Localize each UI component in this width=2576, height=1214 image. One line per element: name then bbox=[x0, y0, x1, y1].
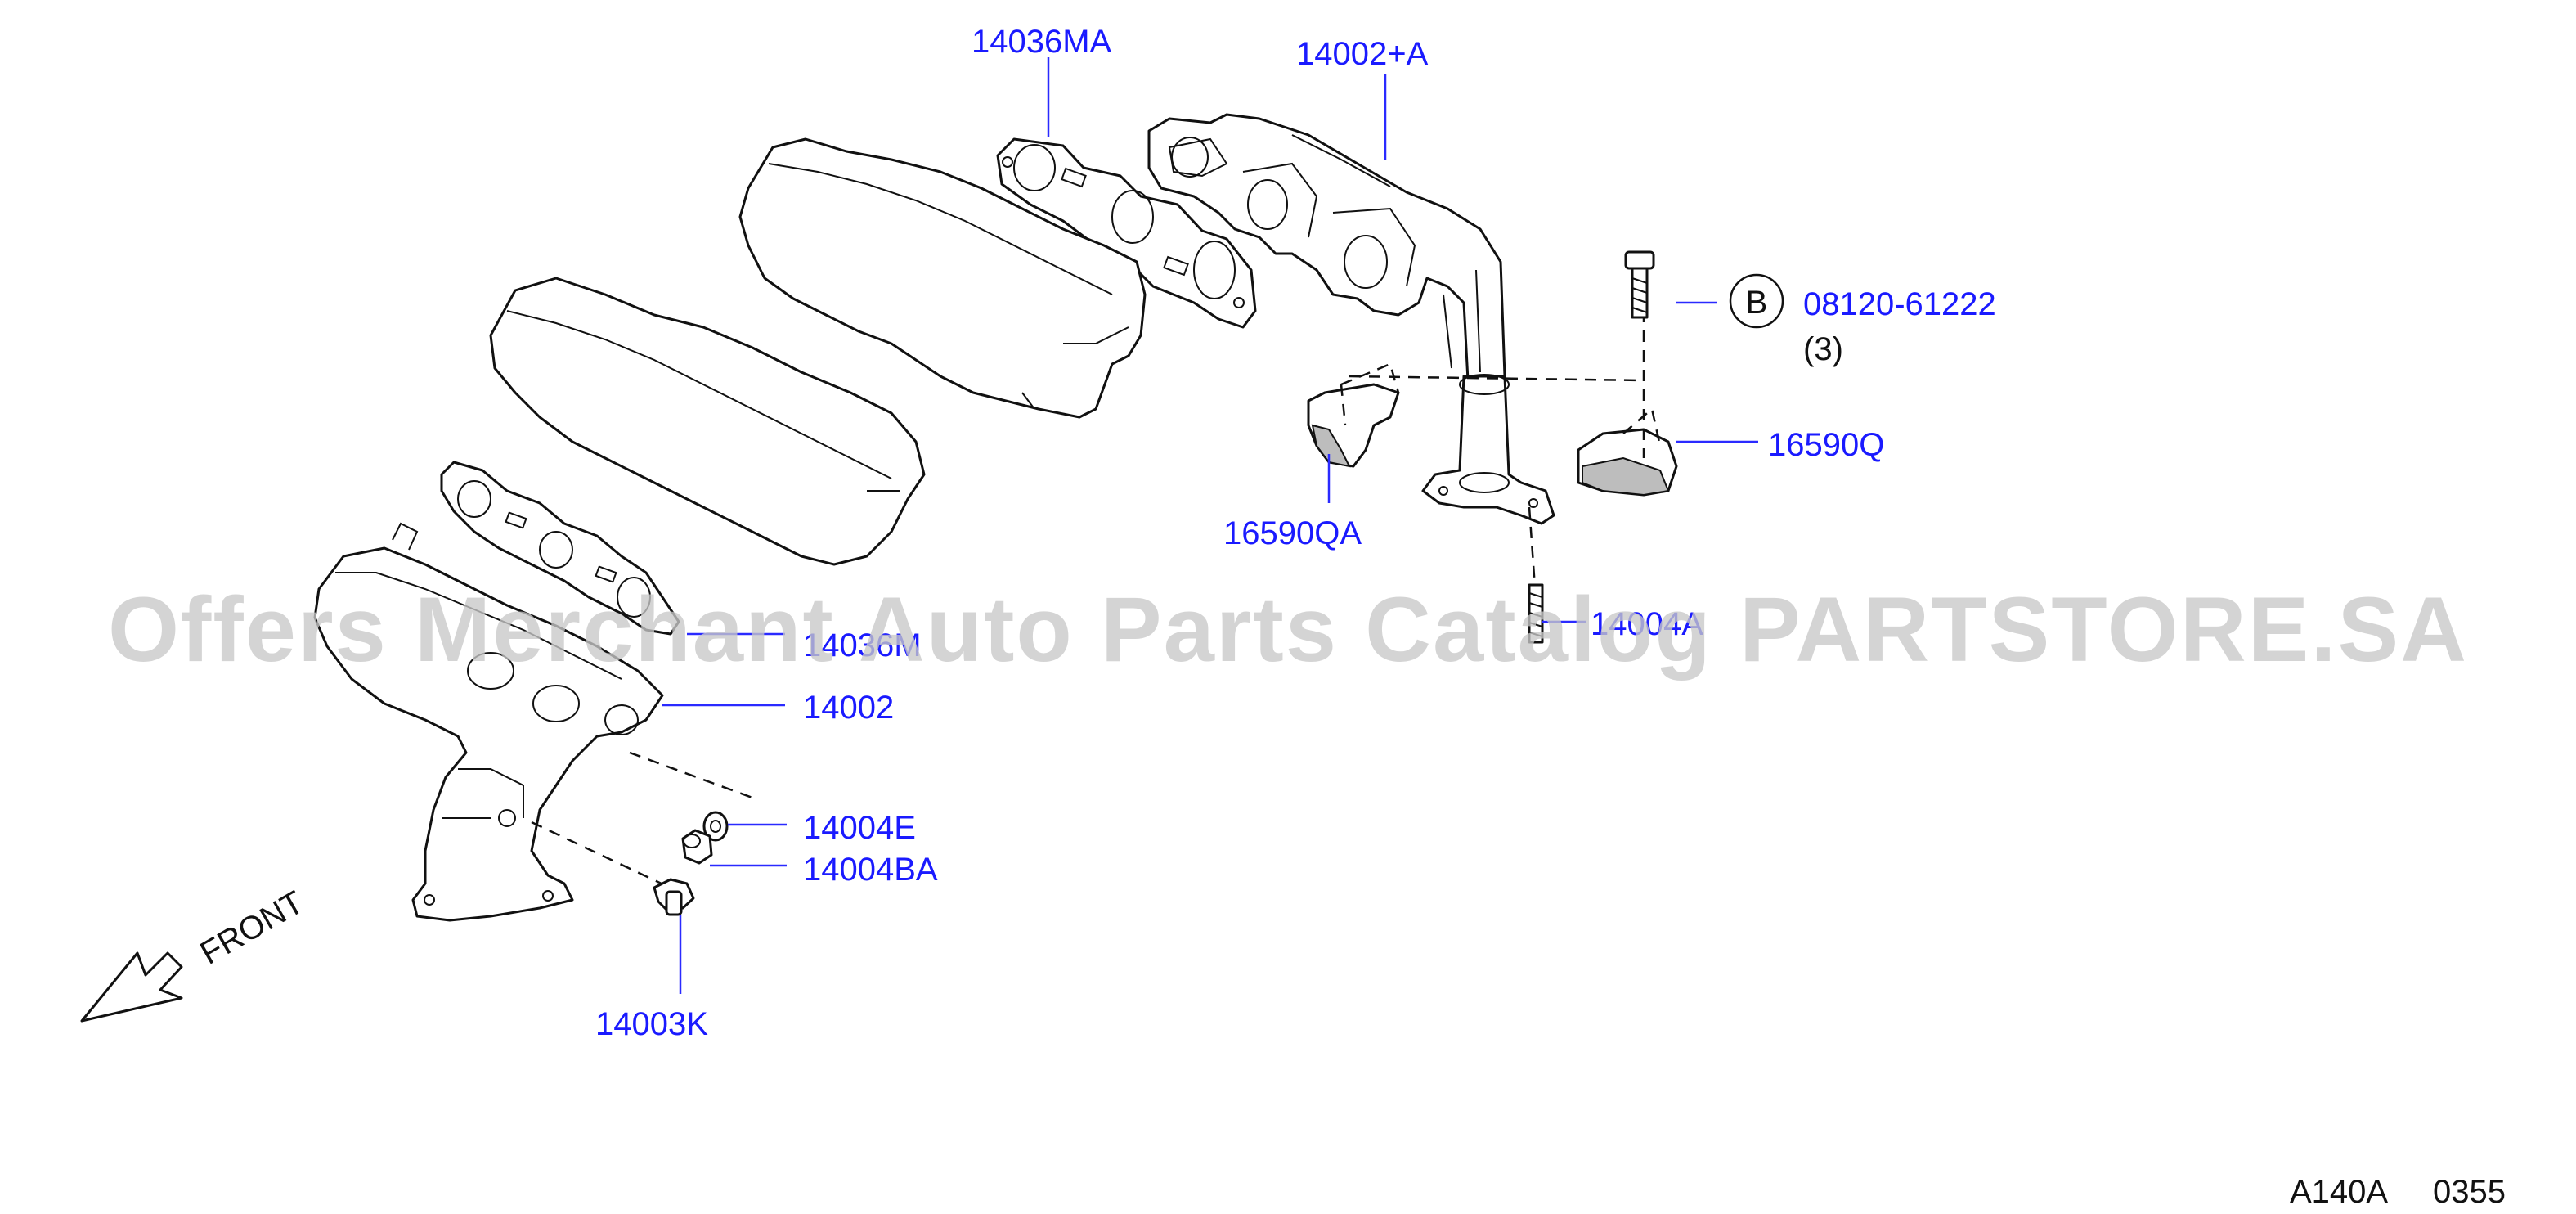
label-16590qa[interactable]: 16590QA bbox=[1223, 515, 1362, 551]
assembly-lines bbox=[531, 311, 1645, 893]
exhaust-manifold-14002a bbox=[1147, 113, 1555, 525]
label-14002[interactable]: 14002 bbox=[803, 690, 894, 726]
leader-lines bbox=[662, 57, 1758, 994]
bracket-16590qa bbox=[1307, 362, 1400, 468]
front-arrow: FRONT bbox=[80, 884, 310, 1023]
washer-14004e bbox=[702, 811, 729, 842]
nut-14004ba bbox=[681, 829, 713, 865]
quantity-3: (3) bbox=[1803, 331, 1843, 367]
label-14004e[interactable]: 14004E bbox=[803, 810, 916, 846]
label-14036ma[interactable]: 14036MA bbox=[972, 24, 1112, 60]
label-14004ba[interactable]: 14004BA bbox=[803, 852, 938, 888]
bolt-marker-label: B bbox=[1746, 285, 1768, 321]
front-arrow-icon bbox=[80, 951, 183, 1023]
watermark: Offers Merchant Auto Parts Catalog PARTS… bbox=[108, 578, 2468, 681]
label-14003k[interactable]: 14003K bbox=[595, 1006, 708, 1042]
label-14004a[interactable]: 14004A bbox=[1591, 606, 1703, 642]
gasket-14036m bbox=[440, 461, 680, 636]
front-label: FRONT bbox=[195, 884, 310, 972]
bracket-16590q bbox=[1577, 407, 1678, 497]
gasket-14036ma bbox=[996, 137, 1257, 329]
heat-shield-lower bbox=[489, 277, 926, 566]
label-14002a[interactable]: 14002+A bbox=[1296, 36, 1429, 72]
exhaust-manifold-14002 bbox=[313, 522, 664, 922]
stud-14004a bbox=[1528, 583, 1544, 644]
heat-shield-upper bbox=[738, 137, 1147, 419]
stud-14003k bbox=[653, 878, 695, 916]
diagram-code: A140A bbox=[2290, 1174, 2388, 1210]
bolt-08120-61222 bbox=[1624, 250, 1655, 319]
label-14036m[interactable]: 14036M bbox=[803, 627, 922, 663]
label-16590q[interactable]: 16590Q bbox=[1768, 427, 1884, 463]
label-08120-61222[interactable]: 08120-61222 bbox=[1803, 286, 1996, 322]
diagram-number: 0355 bbox=[2433, 1174, 2506, 1210]
bolt-marker-b: B bbox=[1729, 273, 1784, 329]
